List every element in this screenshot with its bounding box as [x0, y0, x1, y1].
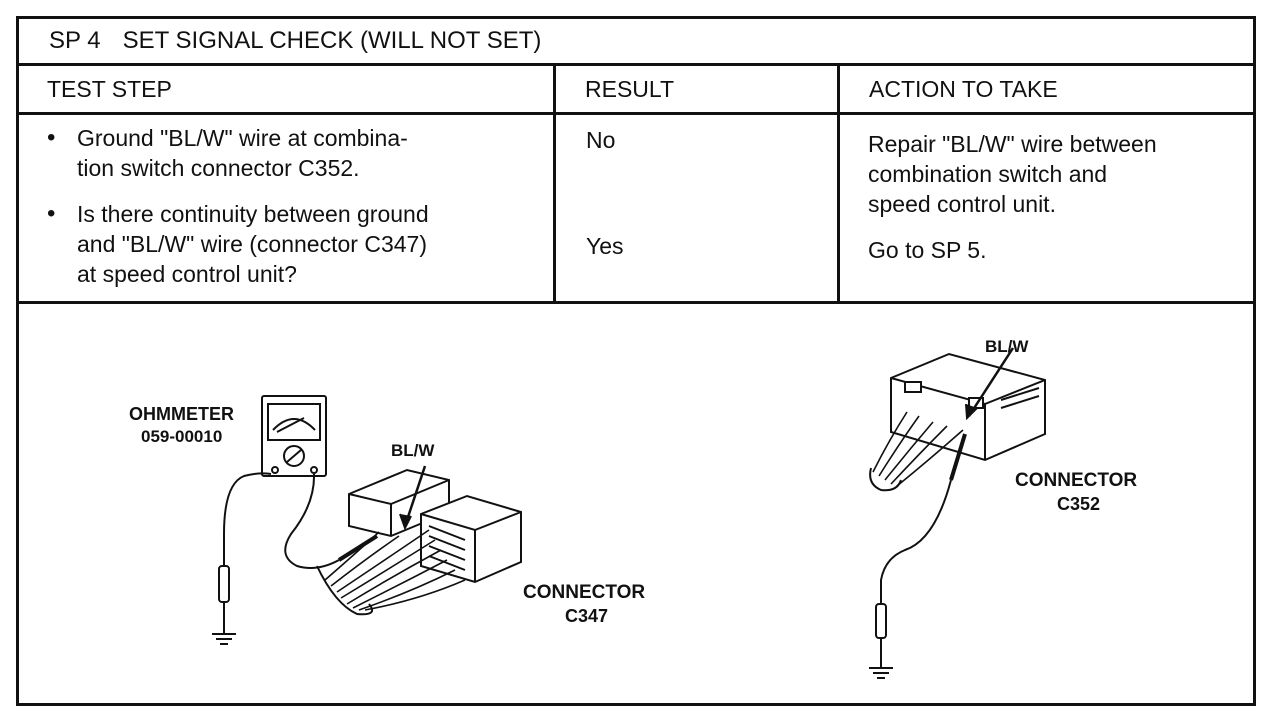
table-title: SP 4 SET SIGNAL CHECK (WILL NOT SET): [19, 19, 1253, 66]
step-line: Ground "BL/W" wire at combina-: [77, 125, 408, 151]
result-cell: No Yes: [556, 115, 837, 301]
step-line: Is there continuity between ground: [77, 201, 429, 227]
result-yes: Yes: [586, 233, 624, 259]
meter-lead-right: [284, 473, 340, 569]
wire-harness-right: [872, 411, 964, 487]
ohmmeter-icon: [261, 395, 327, 477]
bullet: •: [47, 124, 56, 151]
bullet: •: [47, 200, 56, 227]
result-no: No: [586, 127, 616, 153]
ground-icon: [869, 667, 893, 679]
step-code: SP 4: [49, 27, 101, 54]
header-result: RESULT: [585, 75, 675, 102]
action-line: combination switch and: [868, 161, 1108, 187]
action-yes: Go to SP 5.: [868, 237, 987, 263]
wire-label-left: BL/W: [391, 441, 435, 460]
header-test-step: TEST STEP: [47, 75, 172, 102]
wire-harness: [324, 529, 466, 611]
action-line: Repair "BL/W" wire between: [868, 131, 1157, 157]
ohmmeter-part-number: 059-00010: [141, 427, 222, 446]
step-line: and "BL/W" wire (connector C347): [77, 231, 427, 257]
connector-c347-icon: [348, 468, 522, 584]
action-cell: Repair "BL/W" wire between combination s…: [840, 115, 1253, 301]
test-step-1: • Ground "BL/W" wire at combina- tion sw…: [47, 123, 547, 183]
action-no: Repair "BL/W" wire between combination s…: [868, 129, 1157, 219]
wire-label-right: BL/W: [985, 337, 1029, 356]
column-divider-2: [837, 63, 840, 301]
connector-c347-label: CONNECTOR: [523, 582, 645, 603]
header-action: ACTION TO TAKE: [869, 75, 1058, 102]
ground-probe: [218, 565, 230, 603]
ground-icon: [212, 633, 236, 645]
pointer-arrow-right: [967, 347, 1015, 417]
header-row: TEST STEP RESULT ACTION TO TAKE: [19, 66, 1253, 115]
ground-probe-right: [875, 603, 887, 639]
meter-lead-left: [223, 472, 272, 566]
connector-c347-id: C347: [565, 606, 608, 626]
test-step-cell: • Ground "BL/W" wire at combina- tion sw…: [19, 115, 553, 301]
meter-lead-c352: [880, 479, 952, 604]
procedure-table: SP 4 SET SIGNAL CHECK (WILL NOT SET) TES…: [16, 16, 1256, 706]
column-divider-1: [553, 63, 556, 301]
connector-c352-id: C352: [1057, 494, 1100, 514]
connector-c352-label: CONNECTOR: [1015, 470, 1137, 491]
wiring-diagram: OHMMETER 059-00010 BL/W CONNECTOR C347 B…: [19, 304, 1253, 703]
body-row: • Ground "BL/W" wire at combina- tion sw…: [19, 115, 1253, 304]
step-line: tion switch connector C352.: [77, 155, 360, 181]
step-line: at speed control unit?: [77, 261, 297, 287]
test-step-2: • Is there continuity between ground and…: [47, 199, 547, 289]
diagram-illustration: OHMMETER 059-00010 BL/W CONNECTOR C347 B…: [129, 337, 1137, 679]
ohmmeter-label: OHMMETER: [129, 404, 234, 424]
title-text: SET SIGNAL CHECK (WILL NOT SET): [122, 27, 542, 54]
action-line: speed control unit.: [868, 191, 1056, 217]
